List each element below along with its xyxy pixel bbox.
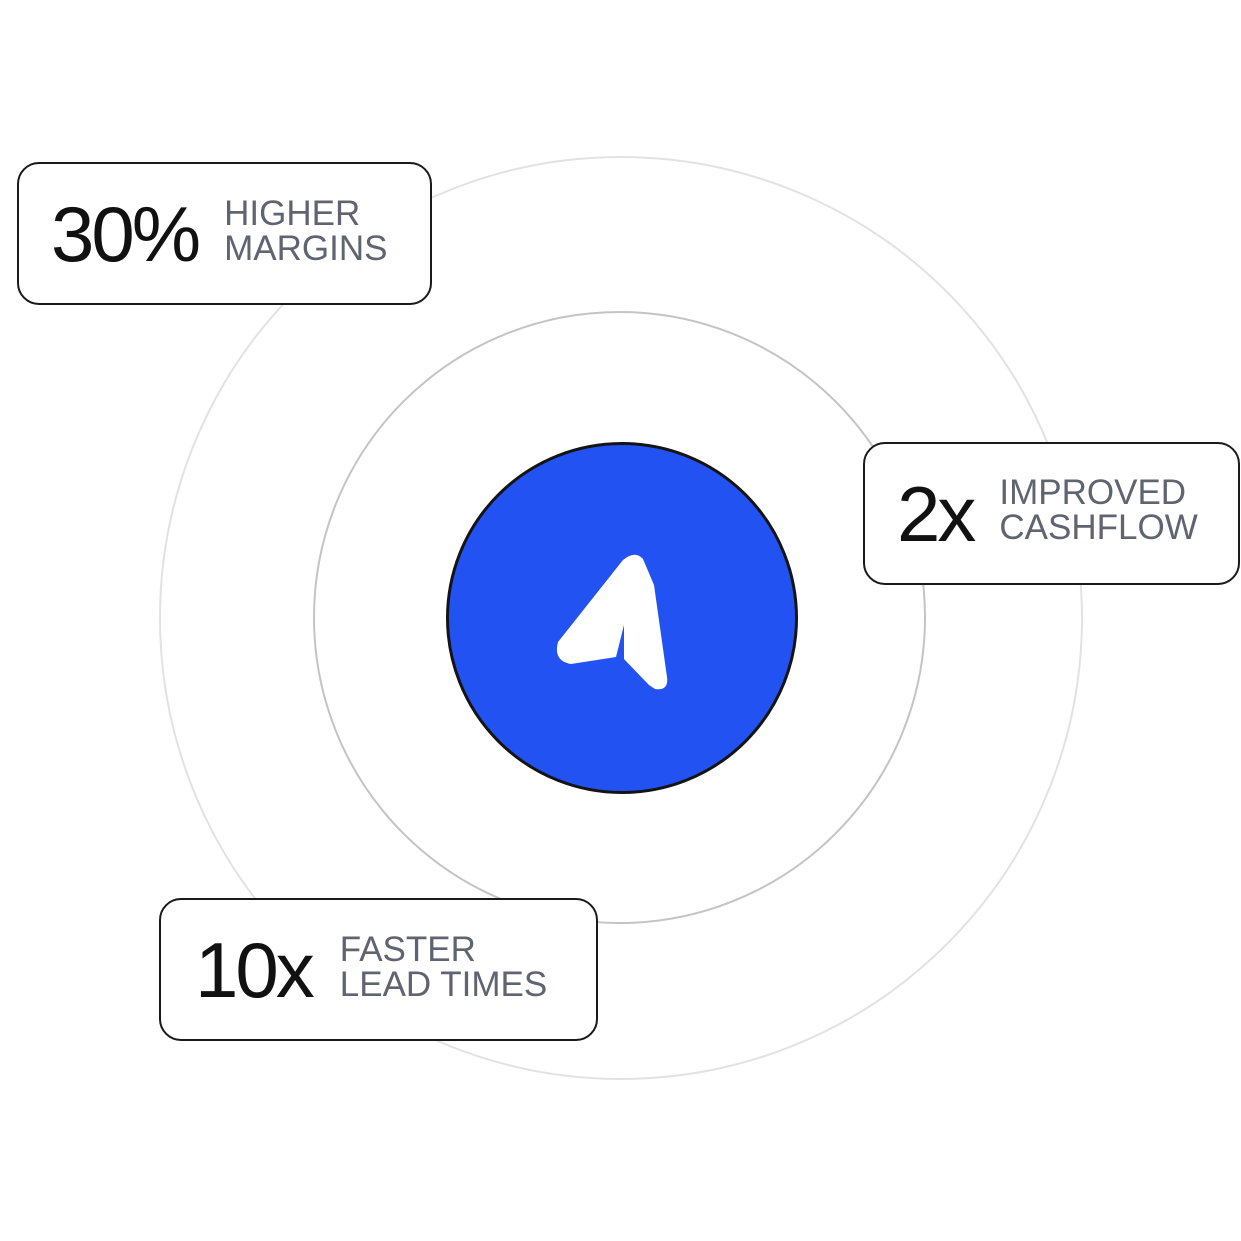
stat-card-margins: 30% HIGHER MARGINS [17, 162, 432, 305]
stat-label-line2: MARGINS [224, 228, 388, 268]
stat-label-line1: IMPROVED [999, 472, 1187, 512]
stat-value: 10x [195, 925, 315, 1014]
stat-value: 2x [897, 469, 976, 558]
stat-label-line1: HIGHER [224, 193, 361, 233]
stat-label: IMPROVED CASHFLOW [999, 475, 1197, 545]
stat-label: HIGHER MARGINS [224, 196, 387, 266]
stat-label-line1: FASTER [339, 929, 476, 969]
stat-label-line2: LEAD TIMES [339, 964, 548, 1004]
outer-ring [159, 156, 1083, 1080]
stat-card-cashflow: 2x IMPROVED CASHFLOW [863, 442, 1240, 585]
stat-label: FASTER LEAD TIMES [340, 932, 547, 1002]
center-logo-disc [446, 442, 798, 794]
stat-label-line2: CASHFLOW [999, 507, 1198, 547]
arrow-cursor-logo-icon [556, 554, 668, 690]
inner-ring [313, 311, 926, 924]
stat-value: 30% [51, 189, 201, 278]
stat-card-lead-times: 10x FASTER LEAD TIMES [159, 898, 598, 1041]
